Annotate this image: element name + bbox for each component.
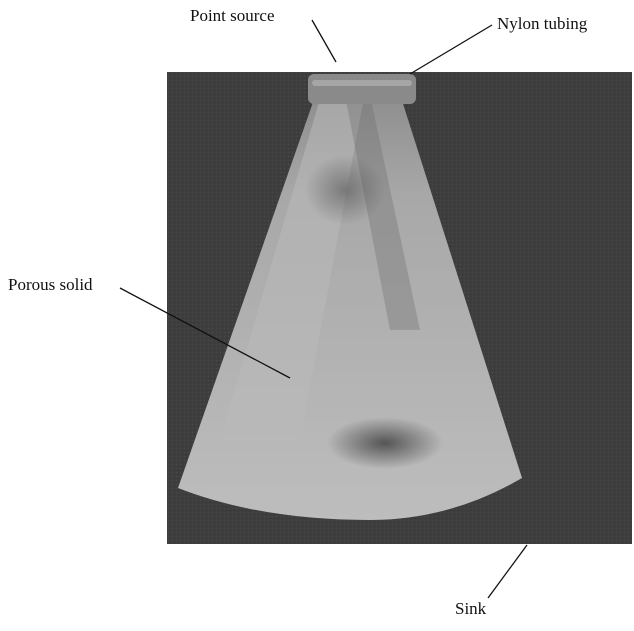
point-source-label: Point source (190, 7, 275, 24)
leader-sink (488, 545, 527, 598)
dark-patch (327, 417, 443, 469)
nylon-tubing-shape (308, 74, 416, 104)
leader-point-source (312, 20, 336, 62)
porous-solid-label: Porous solid (8, 276, 93, 293)
nylon-tubing-highlight (312, 80, 412, 86)
nylon-tubing-label: Nylon tubing (497, 15, 587, 32)
leader-nylon-tubing (410, 25, 492, 74)
dark-patch-upper (305, 155, 385, 225)
sink-label: Sink (455, 600, 486, 617)
